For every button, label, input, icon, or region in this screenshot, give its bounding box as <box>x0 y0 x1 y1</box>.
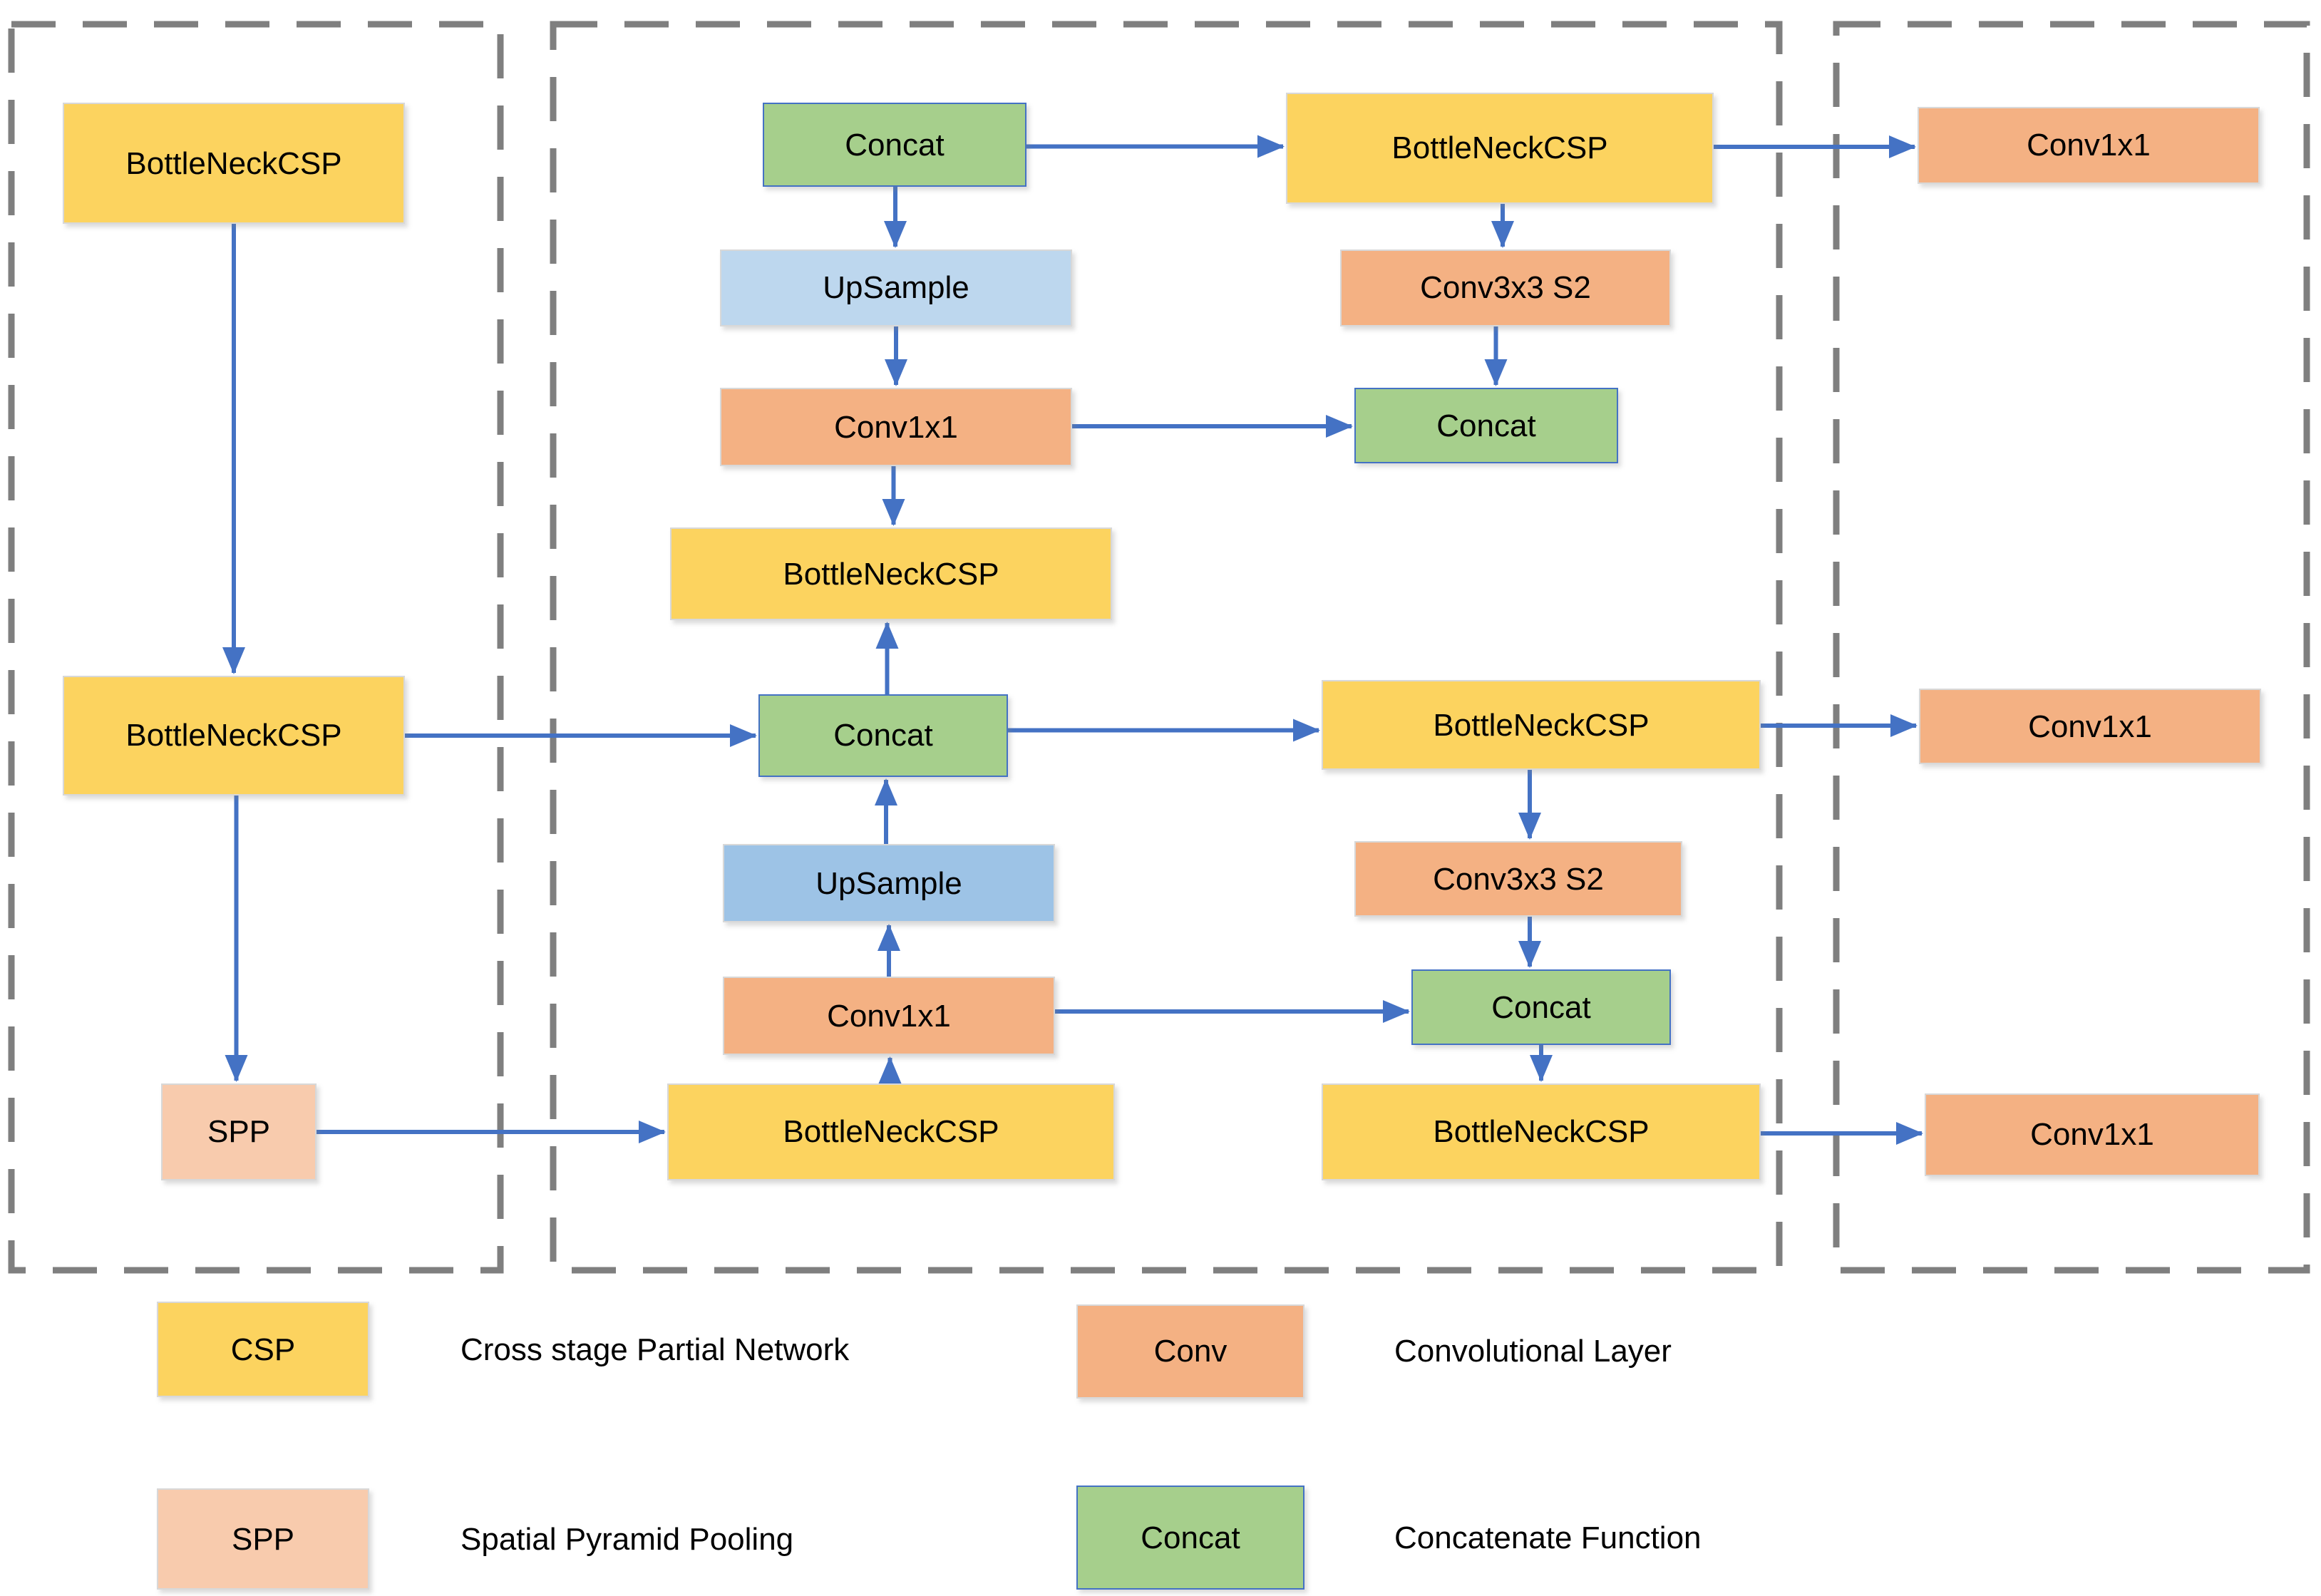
group-middle-dashed-border <box>550 21 1783 1274</box>
legend-label-csp: Cross stage Partial Network <box>460 1331 850 1366</box>
group-left-dashed-border <box>8 21 504 1274</box>
node-concat-mid: Concat <box>758 694 1008 777</box>
legend-swatch-concat: Concat <box>1076 1486 1304 1590</box>
node-upsample-bottom: UpSample <box>723 844 1055 922</box>
node-bb-left-top: BottleNeckCSP <box>63 103 405 224</box>
legend-label-concat: Concatenate Function <box>1394 1519 1702 1555</box>
node-conv1x1-out-top: Conv1x1 <box>1918 107 2260 184</box>
node-upsample-top: UpSample <box>720 249 1072 326</box>
node-bb-mid-right: BottleNeckCSP <box>1322 680 1761 770</box>
node-conv1x1-mid-bottom: Conv1x1 <box>723 977 1055 1055</box>
node-conv1x1-mid-top: Conv1x1 <box>720 388 1072 466</box>
group-right-dashed-border <box>1833 21 2310 1274</box>
legend-label-conv: Convolutional Layer <box>1394 1333 1672 1369</box>
node-bb-bottom-mid: BottleNeckCSP <box>667 1083 1115 1180</box>
node-conv1x1-out-mid: Conv1x1 <box>1919 689 2261 764</box>
node-concat-right-bottom: Concat <box>1411 969 1671 1045</box>
node-spp: SPP <box>161 1083 316 1180</box>
node-concat-top: Concat <box>763 103 1026 187</box>
node-bb-top-right: BottleNeckCSP <box>1286 93 1714 204</box>
node-conv3x3-bottom: Conv3x3 S2 <box>1354 841 1682 917</box>
node-concat-right-top: Concat <box>1354 388 1618 463</box>
node-bb-left-mid: BottleNeckCSP <box>63 676 405 796</box>
node-conv1x1-out-bottom: Conv1x1 <box>1925 1093 2260 1176</box>
node-conv3x3-top: Conv3x3 S2 <box>1340 249 1671 326</box>
legend-swatch-spp: SPP <box>157 1488 369 1590</box>
legend-label-spp: Spatial Pyramid Pooling <box>460 1520 794 1556</box>
node-bb-bottom-right: BottleNeckCSP <box>1322 1083 1761 1180</box>
legend-swatch-conv: Conv <box>1076 1304 1304 1399</box>
legend-swatch-csp: CSP <box>157 1302 369 1397</box>
node-bb-mid: BottleNeckCSP <box>670 527 1112 620</box>
